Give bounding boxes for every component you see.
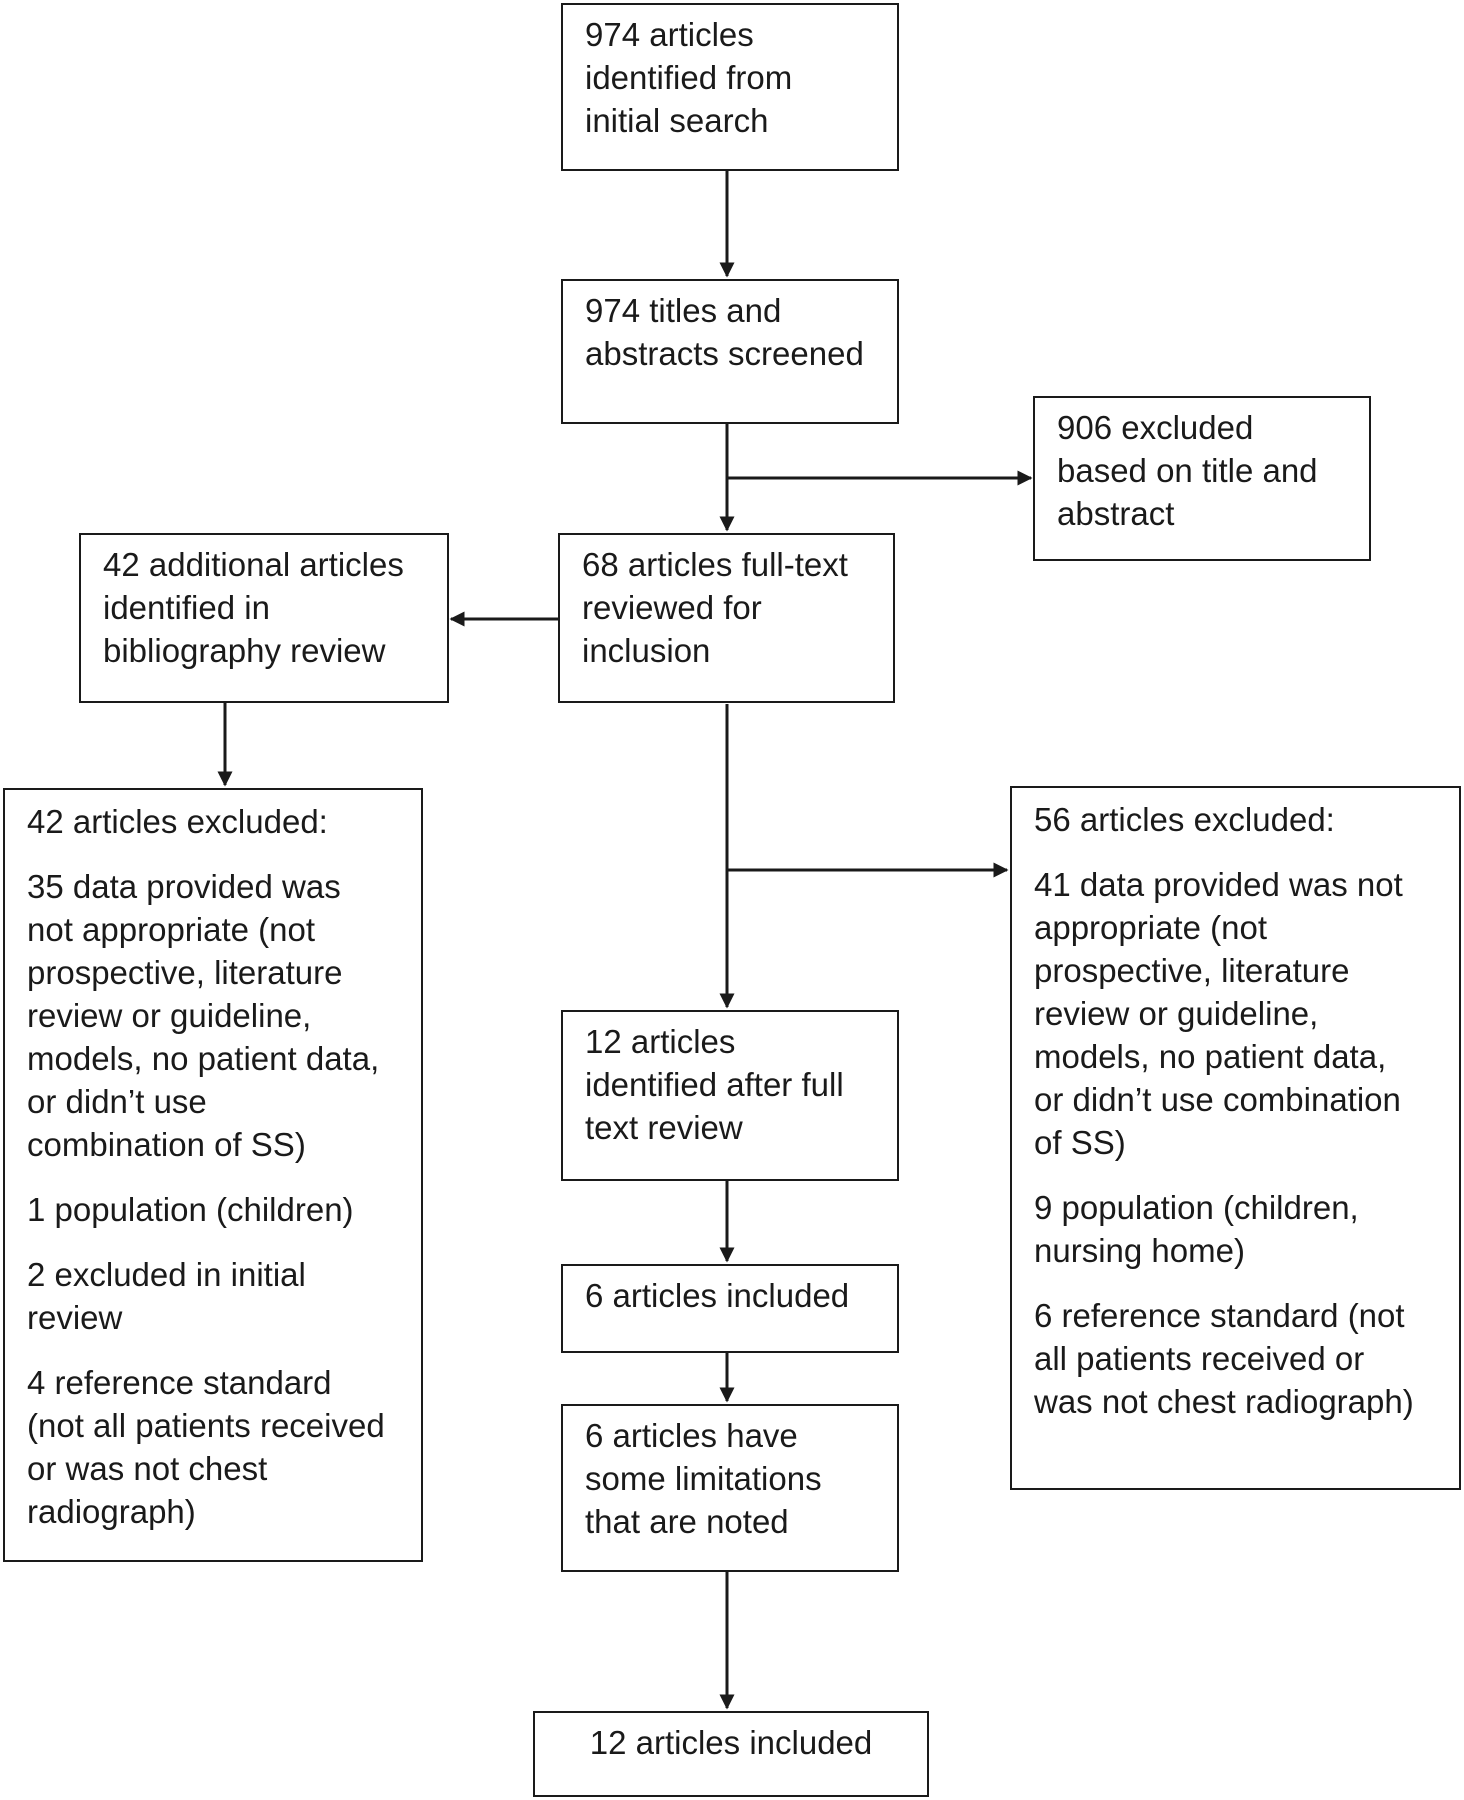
node-text-line: identified in (103, 589, 270, 626)
node-text-line: 12 articles included (589, 1724, 873, 1761)
reason-line: prospective, literature (27, 954, 343, 991)
reason-line: 6 reference standard (not (1034, 1297, 1405, 1334)
excluded-heading: 56 articles excluded: (1034, 801, 1335, 838)
node-text-line: 906 excluded (1057, 409, 1254, 446)
node-after-full-text: 12 articles identified after full text r… (561, 1010, 899, 1181)
reason-line: or was not chest (27, 1450, 268, 1487)
node-excluded-title-abstract: 906 excluded based on title and abstract (1033, 396, 1371, 561)
reason-line: review or guideline, (27, 997, 312, 1034)
node-text-line: text review (585, 1109, 743, 1146)
node-included-6: 6 articles included (561, 1264, 899, 1353)
node-left-excluded: 42 articles excluded: 35 data provided w… (3, 788, 423, 1562)
reason-line: 35 data provided was (27, 868, 341, 905)
node-text-line: 974 articles (585, 16, 754, 53)
reason-line: of SS) (1034, 1124, 1126, 1161)
node-initial-search: 974 articles identified from initial sea… (561, 3, 899, 171)
reason-line: review (27, 1299, 123, 1336)
node-full-text-review: 68 articles full-text reviewed for inclu… (558, 533, 895, 703)
excluded-heading: 42 articles excluded: (27, 803, 328, 840)
node-text-line: initial search (585, 102, 769, 139)
node-text-line: 974 titles and (585, 292, 782, 329)
reason-line: appropriate (not (1034, 909, 1267, 946)
reason-line: 2 excluded in initial (27, 1256, 306, 1293)
reason-line: nursing home) (1034, 1232, 1245, 1269)
reason-line: models, no patient data, (1034, 1038, 1387, 1075)
excluded-reason: 4 reference standard (not all patients r… (27, 1361, 399, 1533)
node-text-line: 6 articles included (585, 1277, 850, 1314)
excluded-reason: 6 reference standard (not all patients r… (1034, 1294, 1437, 1423)
reason-line: 41 data provided was not (1034, 866, 1403, 903)
node-bibliography-review: 42 additional articles identified in bib… (79, 533, 449, 703)
excluded-reason: 2 excluded in initial review (27, 1253, 399, 1339)
node-text-line: that are noted (585, 1503, 789, 1540)
node-text-line: abstract (1057, 495, 1175, 532)
reason-line: 4 reference standard (27, 1364, 332, 1401)
reason-line: or didn’t use combination (1034, 1081, 1401, 1118)
excluded-reason: 1 population (children) (27, 1188, 399, 1231)
node-text-line: bibliography review (103, 632, 386, 669)
node-limitations: 6 articles have some limitations that ar… (561, 1404, 899, 1572)
reason-line: all patients received or (1034, 1340, 1365, 1377)
node-text-line: identified from (585, 59, 793, 96)
reason-line: combination of SS) (27, 1126, 306, 1163)
excluded-reason: 9 population (children, nursing home) (1034, 1186, 1437, 1272)
node-screened: 974 titles and abstracts screened (561, 279, 899, 424)
node-text-line: 6 articles have (585, 1417, 798, 1454)
node-text-line: based on title and (1057, 452, 1318, 489)
reason-line: review or guideline, (1034, 995, 1319, 1032)
reason-line: (not all patients received (27, 1407, 385, 1444)
reason-line: or didn’t use (27, 1083, 207, 1120)
reason-line: radiograph) (27, 1493, 196, 1530)
excluded-reason: 41 data provided was not appropriate (no… (1034, 863, 1437, 1164)
node-text-line: 42 additional articles (103, 546, 404, 583)
node-text-line: inclusion (582, 632, 711, 669)
node-included-12: 12 articles included (533, 1711, 929, 1797)
node-text-line: 68 articles full-text (582, 546, 848, 583)
node-text-line: some limitations (585, 1460, 822, 1497)
reason-line: was not chest radiograph) (1034, 1383, 1414, 1420)
reason-line: 9 population (children, (1034, 1189, 1359, 1226)
reason-line: not appropriate (not (27, 911, 316, 948)
node-right-excluded: 56 articles excluded: 41 data provided w… (1010, 786, 1461, 1490)
node-text-line: reviewed for (582, 589, 762, 626)
node-text-line: 12 articles (585, 1023, 736, 1060)
reason-line: prospective, literature (1034, 952, 1350, 989)
reason-line: models, no patient data, (27, 1040, 380, 1077)
node-text-line: identified after full (585, 1066, 844, 1103)
reason-line: 1 population (children) (27, 1191, 354, 1228)
node-text-line: abstracts screened (585, 335, 864, 372)
excluded-reason: 35 data provided was not appropriate (no… (27, 865, 399, 1166)
